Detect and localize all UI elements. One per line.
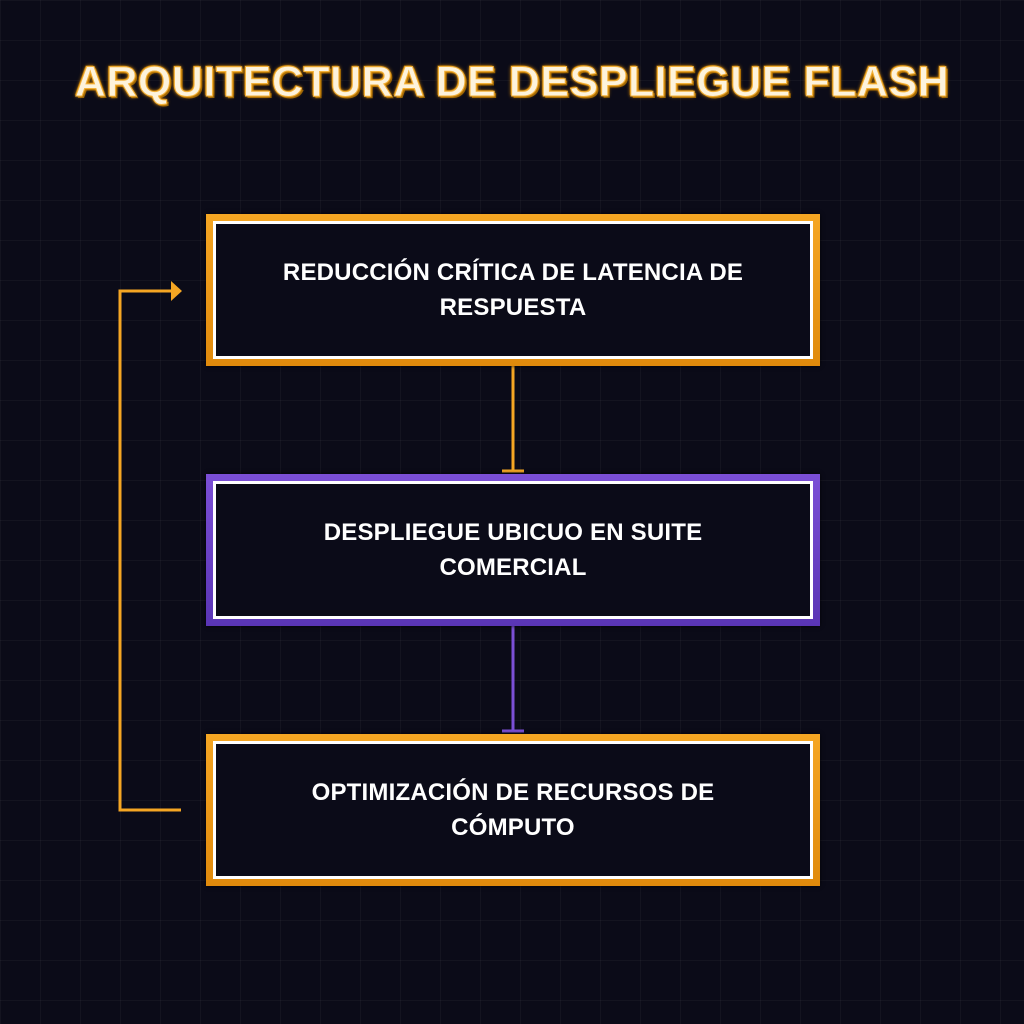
node-ubiquitous-deployment: DESPLIEGUE UBICUO EN SUITE COMERCIAL — [206, 474, 820, 626]
feedback-loop-edge — [118, 289, 181, 812]
node-compute-optimization: OPTIMIZACIÓN DE RECURSOS DE CÓMPUTO — [206, 734, 820, 886]
node-frame — [213, 221, 813, 359]
feedback-loop-arrowhead — [171, 281, 182, 301]
node-label: REDUCCIÓN CRÍTICA DE LATENCIA DE RESPUES… — [282, 259, 744, 321]
node-frame — [213, 481, 813, 619]
node-label: OPTIMIZACIÓN DE RECURSOS DE CÓMPUTO — [311, 779, 715, 841]
node-latency-reduction: REDUCCIÓN CRÍTICA DE LATENCIA DE RESPUES… — [206, 214, 820, 366]
diagram-title: ARQUITECTURA DE DESPLIEGUE FLASH — [74, 58, 950, 107]
node-label: DESPLIEGUE UBICUO EN SUITE COMERCIAL — [323, 519, 703, 581]
node-frame — [213, 741, 813, 879]
